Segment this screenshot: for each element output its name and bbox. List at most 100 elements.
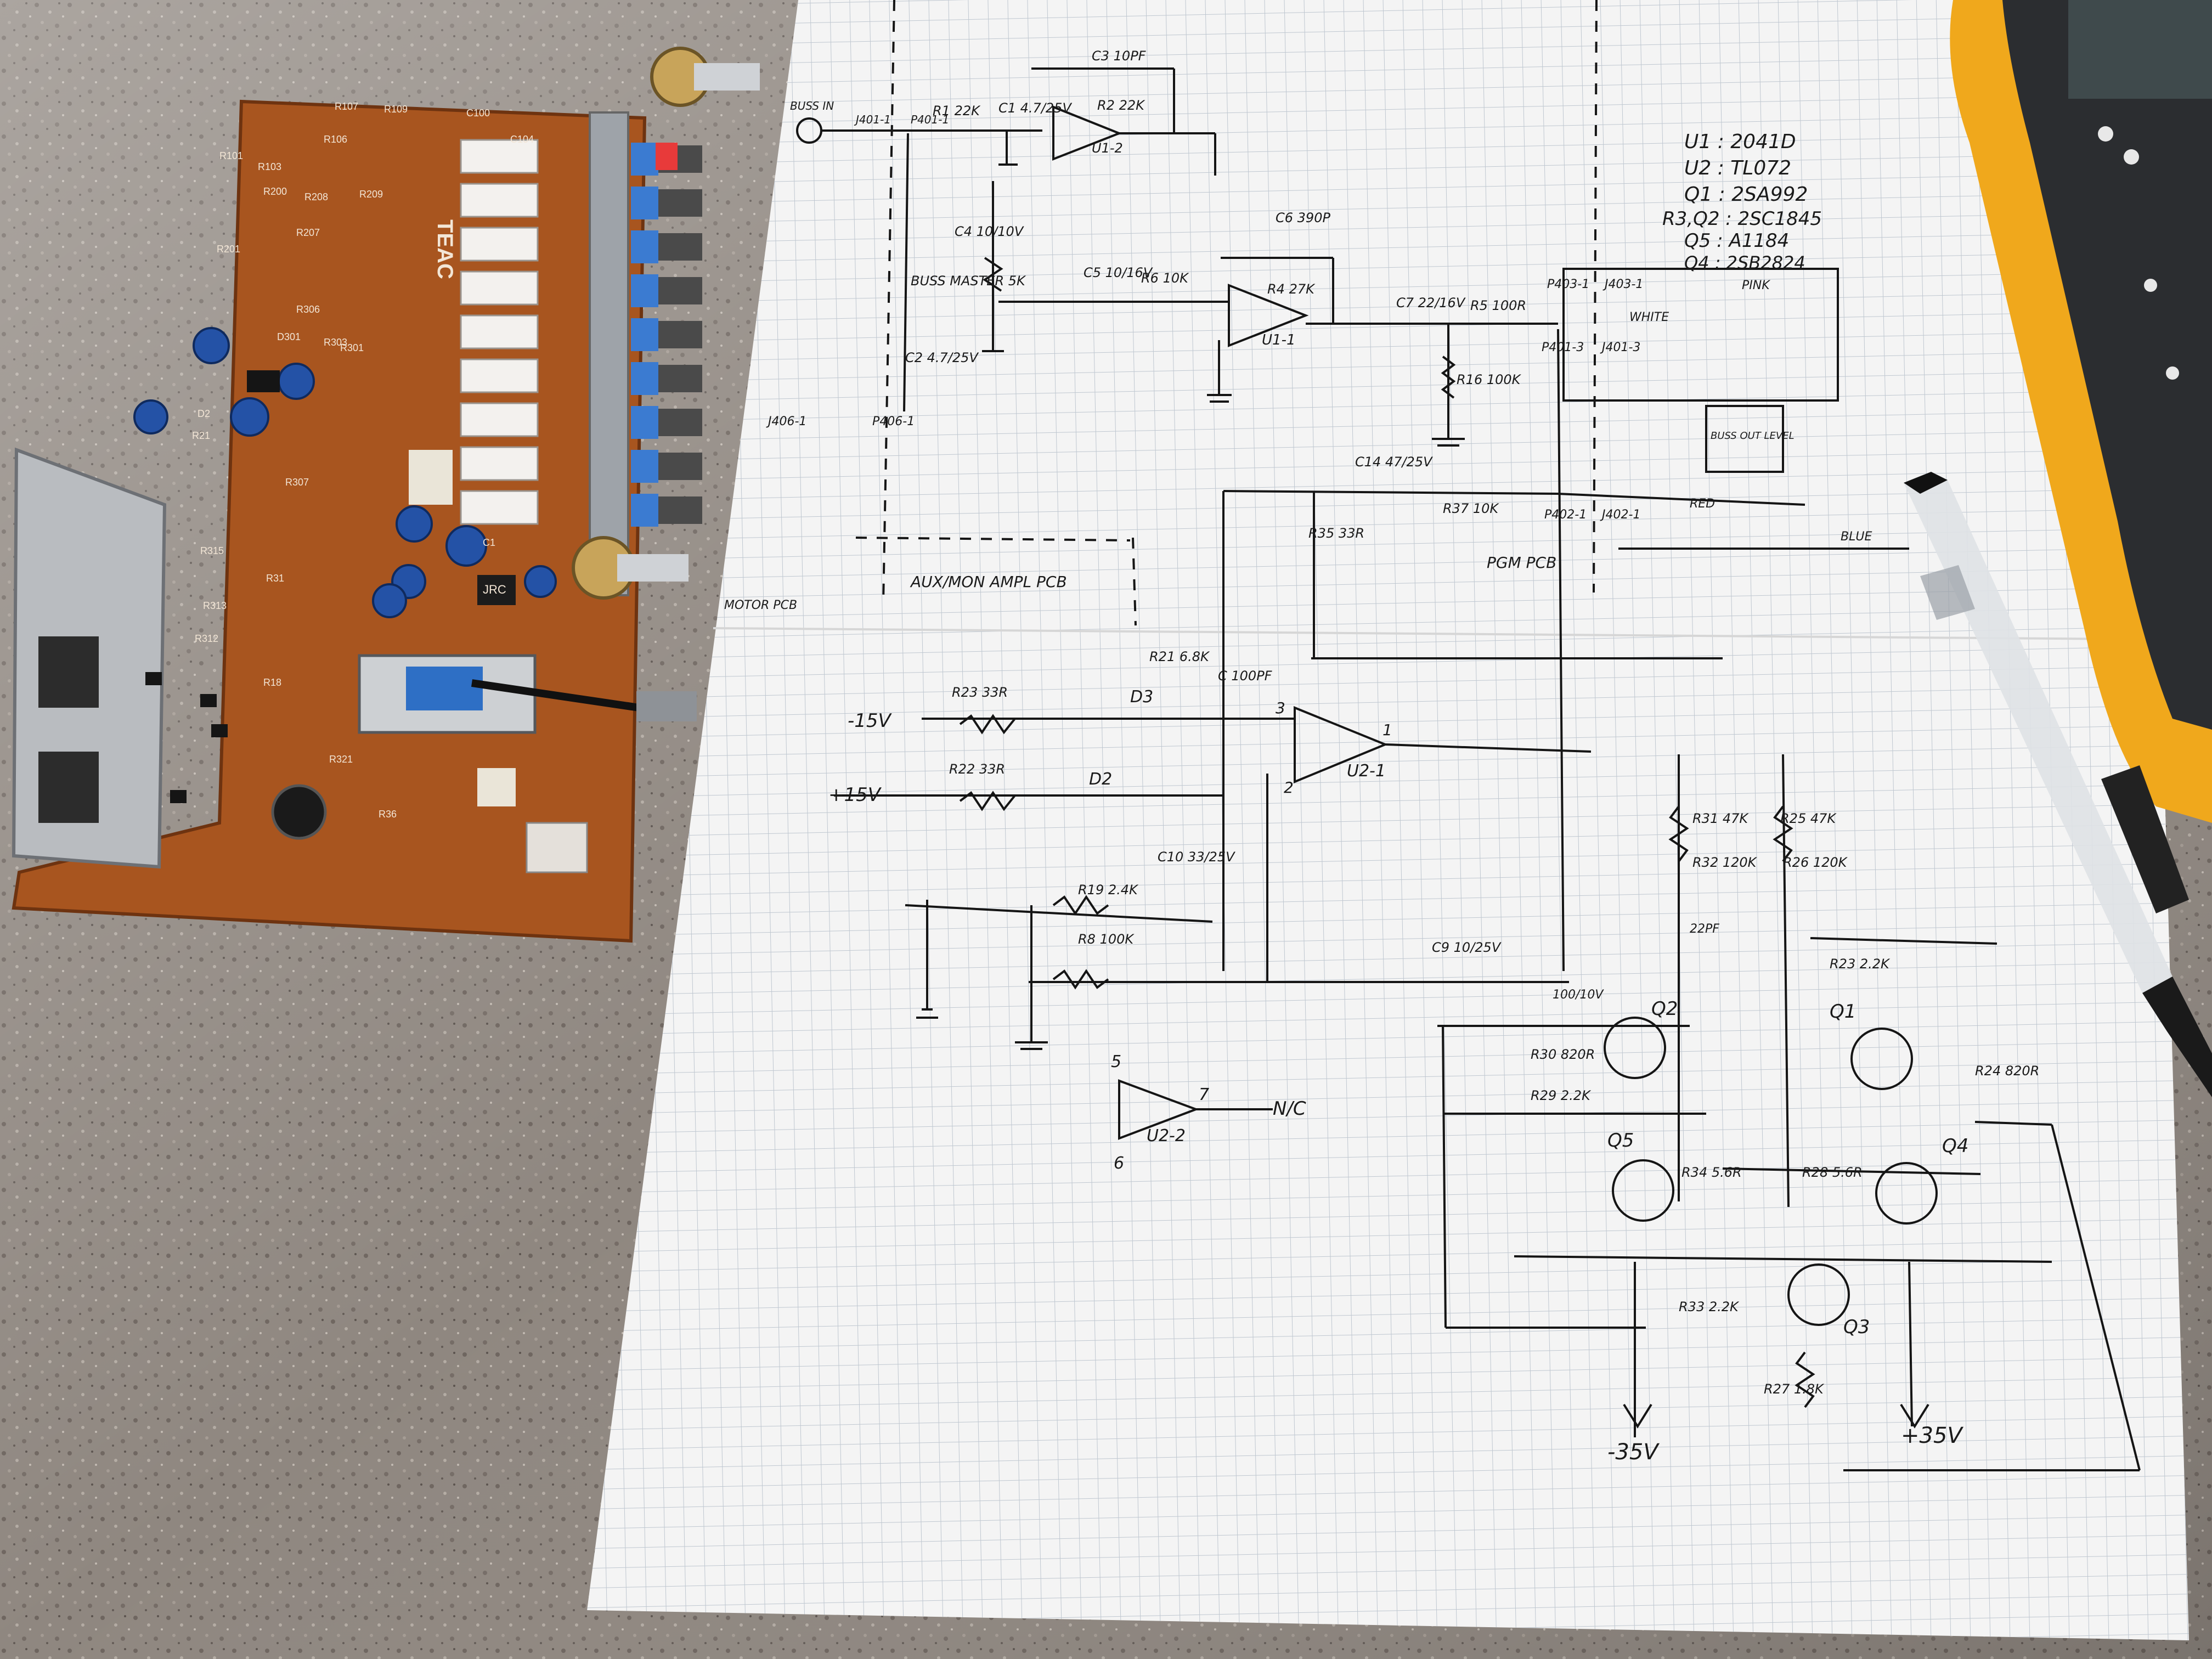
schematic-paper xyxy=(587,0,2189,1640)
q2-label: Q2 xyxy=(1651,998,1678,1020)
component-label-3: C1 4.7/25V xyxy=(998,100,1072,116)
conn-p406-1: P406-1 xyxy=(872,415,915,428)
pcb-label-19: R307 xyxy=(285,477,309,488)
pcb-label-22: R31 xyxy=(266,573,284,584)
connector xyxy=(409,450,453,505)
conn-j403-1: J403-1 xyxy=(1602,278,1643,291)
pcb-label-11: R207 xyxy=(296,227,320,238)
component-label-17: R21 6.8K xyxy=(1149,649,1210,664)
wire-buss-out-level: BUSS OUT LEVEL xyxy=(1711,430,1795,442)
rail-pos35: +35V xyxy=(1901,1423,1963,1448)
d2-label: D2 xyxy=(1089,770,1112,789)
ic-chip xyxy=(477,575,516,605)
conn-j401-3: J401-3 xyxy=(1600,341,1640,354)
pcb-label-20: R313 xyxy=(203,600,227,611)
pcb-label-13: R301 xyxy=(340,342,364,353)
component-label-19: R23 33R xyxy=(952,685,1008,700)
ic-legend-5: Q5 : A1184 xyxy=(1684,230,1789,252)
wire-pink: PINK xyxy=(1742,279,1770,292)
pcb-label-7: R200 xyxy=(263,186,287,197)
component-label-30: R24 820R xyxy=(1975,1063,2039,1079)
pcb-label-15: R303 xyxy=(324,337,347,348)
component-label-33: R28 5.6R xyxy=(1802,1165,1863,1180)
pcb-label-25: R36 xyxy=(379,809,397,820)
d3-label: D3 xyxy=(1130,687,1153,707)
pcb-label-12: R306 xyxy=(296,304,320,315)
pcb-label-0: R107 xyxy=(335,101,358,112)
pcb-label-10: R201 xyxy=(217,244,240,255)
component-label-22: R19 2.4K xyxy=(1078,882,1139,898)
conn-j406-1: J406-1 xyxy=(766,415,806,428)
ic-chip-label: JRC xyxy=(483,583,506,596)
component-label-24: C9 10/25V xyxy=(1432,940,1502,955)
ic-legend-3: Q1 : 2SA992 xyxy=(1684,183,1808,206)
conn-p401-1: P401-1 xyxy=(911,113,949,126)
conn-motor-pcb: MOTOR PCB xyxy=(724,599,797,612)
component-label-9: C6 390P xyxy=(1276,210,1330,225)
ic-legend-2: U2 : TL072 xyxy=(1684,157,1791,179)
cap-22pf: 22PF xyxy=(1690,922,1719,936)
u2-1-label: U2-1 xyxy=(1347,761,1386,781)
pcb-label-17: R21 xyxy=(192,430,210,441)
component-label-5: BUSS MASTER 5K xyxy=(911,273,1026,289)
component-label-4: C4 10/10V xyxy=(955,224,1024,239)
pcb-label-5: C104 xyxy=(510,134,534,145)
ic-legend-6: Q4 : 2SB2824 xyxy=(1684,252,1805,273)
conn-p401-3: P401-3 xyxy=(1542,341,1584,354)
pcb-label-1: R109 xyxy=(384,104,408,115)
potentiometer xyxy=(572,47,760,600)
pin-3: 3 xyxy=(1276,699,1285,717)
schematic-drawing xyxy=(796,0,2141,1471)
component-label-29: R30 820R xyxy=(1531,1047,1595,1062)
component-label-8: R6 10K xyxy=(1141,270,1189,286)
pcb-label-21: R312 xyxy=(195,633,218,644)
u2-2-label: U2-2 xyxy=(1147,1126,1186,1146)
component-label-15: R35 33R xyxy=(1308,526,1364,541)
ic-legend-4: R3,Q2 : 2SC1845 xyxy=(1662,208,1822,230)
pcb-label-6: R103 xyxy=(258,161,281,172)
component-label-1: R2 22K xyxy=(1097,98,1146,113)
pcb-label-8: R208 xyxy=(304,191,328,202)
component-label-0: C3 10PF xyxy=(1092,48,1147,64)
conn-aux-mon: AUX/MON AMPL PCB xyxy=(910,573,1067,591)
cap-100-10v-a: 100/10V xyxy=(1553,988,1604,1002)
pcb-label-23: R18 xyxy=(263,677,281,688)
component-label-18: C 100PF xyxy=(1218,668,1273,684)
switch-bank xyxy=(460,111,702,596)
schematic-labels: U1 : 2041D U2 : TL072 Q1 : 2SA992 R3,Q2 … xyxy=(724,48,2039,1465)
component-label-11: C7 22/16V xyxy=(1396,295,1466,311)
pin-1: 1 xyxy=(1383,721,1392,739)
pcb-label-14: D301 xyxy=(277,331,301,342)
component-label-28: R26 120K xyxy=(1783,855,1848,870)
conn-j401-1: J401-1 xyxy=(854,113,891,126)
q1-label: Q1 xyxy=(1830,1001,1856,1023)
pcb-label-24: R321 xyxy=(329,754,353,765)
multimeter xyxy=(1950,0,2212,823)
pcb-label-16: D2 xyxy=(198,408,210,419)
component-label-12: R5 100R xyxy=(1470,298,1526,313)
component-label-7: C5 10/16V xyxy=(1084,265,1153,280)
conn-buss-in: BUSS IN xyxy=(790,99,834,112)
rail-pos15: +15V xyxy=(828,784,882,806)
pcb-label-26: C1 xyxy=(483,537,495,548)
slide-fader xyxy=(358,654,697,734)
component-label-25: R31 47K xyxy=(1692,811,1749,826)
component-label-31: R29 2.2K xyxy=(1531,1088,1592,1103)
pcb-brand: TEAC xyxy=(433,219,457,279)
q5-label: Q5 xyxy=(1607,1130,1634,1152)
component-label-36: R23 2.2K xyxy=(1830,956,1891,972)
pin-2: 2 xyxy=(1284,778,1294,797)
pin-7: 7 xyxy=(1199,1085,1209,1104)
transistors xyxy=(145,370,280,803)
rail-neg15: -15V xyxy=(848,710,893,732)
component-label-13: R16 100K xyxy=(1457,372,1522,387)
wire-red: RED xyxy=(1690,497,1715,511)
capacitors xyxy=(133,327,557,618)
conn-p402-1: P402-1 xyxy=(1544,508,1587,522)
component-label-23: R8 100K xyxy=(1078,932,1135,947)
rail-neg35: -35V xyxy=(1607,1440,1660,1465)
conn-p403-1: P403-1 xyxy=(1547,278,1589,291)
large-capacitor xyxy=(271,784,327,840)
